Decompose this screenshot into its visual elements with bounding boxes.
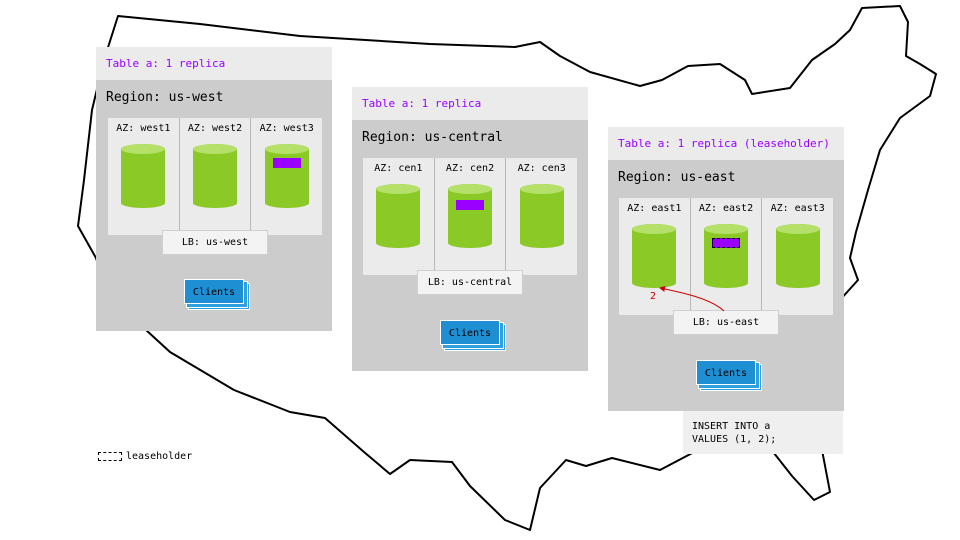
load-balancer: LB: us-east [673, 310, 779, 335]
database-node-icon [632, 224, 677, 288]
region-box: Region: us-east AZ: east1 AZ: east2 AZ: … [608, 160, 844, 411]
load-balancer: LB: us-central [417, 270, 523, 295]
database-node-icon [704, 224, 748, 288]
replica-marker [272, 158, 301, 168]
az-label: AZ: cen2 [445, 163, 495, 174]
az-cell: AZ: east2 [691, 198, 763, 315]
sql-line: INSERT INTO a [692, 421, 771, 432]
arrow-step-label: 2 [650, 291, 657, 302]
clients-label: Clients [184, 279, 244, 304]
az-strip: AZ: cen1 AZ: cen2 AZ: cen3 [363, 158, 577, 275]
az-cell: AZ: east3 [762, 198, 833, 315]
table-replica-label: Table a: 1 replica (leaseholder) [608, 127, 844, 160]
sql-statement: INSERT INTO a VALUES (1, 2); [683, 411, 843, 454]
az-strip: AZ: east1 AZ: east2 AZ: east3 [619, 198, 833, 315]
clients-stack: Clients [696, 360, 762, 391]
clients-stack: Clients [440, 320, 506, 351]
clients-label: Clients [696, 360, 756, 385]
az-label: AZ: east1 [627, 203, 682, 214]
table-replica-label: Table a: 1 replica [96, 47, 332, 80]
az-label: AZ: east3 [770, 203, 825, 214]
az-label: AZ: cen3 [517, 163, 566, 174]
az-cell: AZ: west1 [108, 118, 180, 235]
region-us-east: Table a: 1 replica (leaseholder) Region:… [608, 127, 844, 411]
leaseholder-replica-marker [712, 238, 740, 248]
region-title: Region: us-west [106, 90, 224, 105]
az-cell: AZ: cen1 [363, 158, 435, 275]
region-title: Region: us-central [362, 130, 503, 145]
az-label: AZ: west3 [259, 123, 314, 134]
clients-label: Clients [440, 320, 500, 345]
az-cell: AZ: cen2 [435, 158, 507, 275]
database-node-icon [775, 224, 820, 288]
clients-stack: Clients [184, 279, 250, 310]
az-strip: AZ: west1 AZ: west2 AZ: west3 [108, 118, 322, 235]
replica-marker [456, 200, 484, 210]
sql-line: VALUES (1, 2); [692, 434, 777, 445]
database-node-icon [519, 184, 564, 248]
az-cell: AZ: east1 [619, 198, 691, 315]
region-us-central: Table a: 1 replica Region: us-central AZ… [352, 87, 588, 371]
database-node-icon [193, 144, 237, 208]
leaseholder-legend-swatch [98, 452, 122, 461]
az-cell: AZ: west3 [251, 118, 322, 235]
region-box: Region: us-west AZ: west1 AZ: west2 AZ: … [96, 80, 332, 331]
az-label: AZ: west1 [116, 123, 171, 134]
region-title: Region: us-east [618, 170, 736, 185]
database-node-icon [376, 184, 421, 248]
region-us-west: Table a: 1 replica Region: us-west AZ: w… [96, 47, 332, 331]
az-label: AZ: cen1 [374, 163, 423, 174]
database-node-icon [264, 144, 309, 208]
az-cell: AZ: cen3 [506, 158, 577, 275]
database-node-icon [448, 184, 492, 248]
table-replica-label: Table a: 1 replica [352, 87, 588, 120]
az-label: AZ: east2 [698, 203, 754, 214]
legend: leaseholder [98, 451, 192, 462]
az-cell: AZ: west2 [180, 118, 252, 235]
az-label: AZ: west2 [187, 123, 243, 134]
load-balancer: LB: us-west [162, 230, 268, 255]
legend-label: leaseholder [126, 451, 193, 462]
database-node-icon [121, 144, 166, 208]
region-box: Region: us-central AZ: cen1 AZ: cen2 AZ:… [352, 120, 588, 371]
